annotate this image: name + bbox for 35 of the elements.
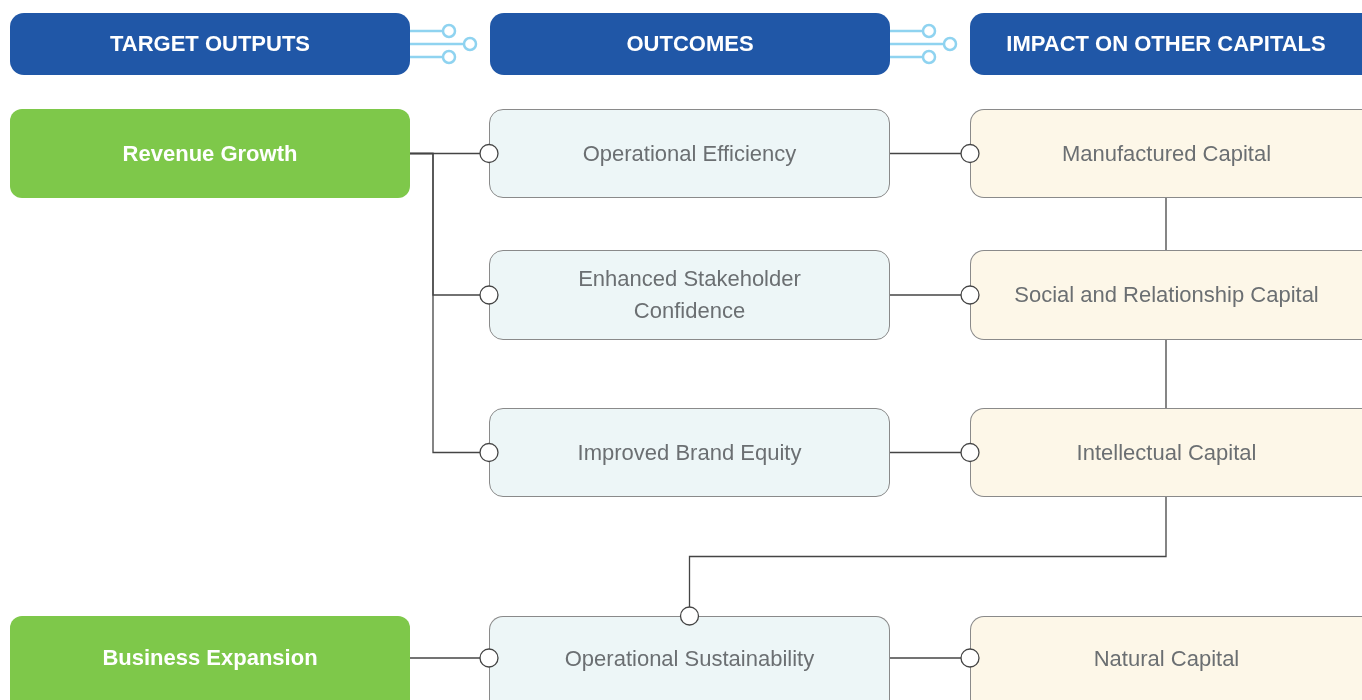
column-header [490, 13, 890, 75]
connector-line [409, 152, 499, 463]
box-label: IMPACT ON OTHER CAPITALS [1006, 30, 1326, 58]
box-label: Intellectual Capital [1076, 438, 1257, 467]
connector-line [889, 285, 980, 305]
column-header [10, 13, 410, 75]
outcome-box [489, 616, 890, 700]
box-label: Operational Efficiency [582, 139, 797, 168]
connector-line [409, 648, 499, 668]
connector-line [889, 442, 980, 463]
outcome-box [489, 109, 890, 198]
connector-line [1165, 197, 1167, 251]
box-label: Social and Relationship Capital [1014, 281, 1319, 309]
box-label: Natural Capital [1093, 644, 1240, 673]
capital-box [970, 408, 1362, 497]
capital-box [970, 250, 1362, 340]
capital-box [970, 109, 1362, 198]
output-box [10, 109, 410, 198]
connector-line [889, 143, 980, 164]
outcome-box [489, 250, 890, 340]
box-label: Manufactured Capital [1061, 139, 1272, 168]
connector-line [1165, 339, 1167, 409]
box-label: Improved Brand Equity [577, 438, 802, 467]
output-box [10, 616, 410, 700]
outcome-box [489, 408, 890, 497]
box-label: Business Expansion [102, 644, 318, 672]
connector-line [679, 496, 1167, 626]
box-label: TARGET OUTPUTS [110, 30, 310, 58]
connector-line [889, 648, 980, 668]
box-label: Enhanced Stakeholder Confidence [577, 265, 802, 325]
box-label: OUTCOMES [626, 30, 754, 58]
column-header [970, 13, 1362, 75]
capital-box [970, 616, 1362, 700]
box-label: Operational Sustainability [564, 644, 815, 673]
box-label: Revenue Growth [122, 139, 298, 168]
